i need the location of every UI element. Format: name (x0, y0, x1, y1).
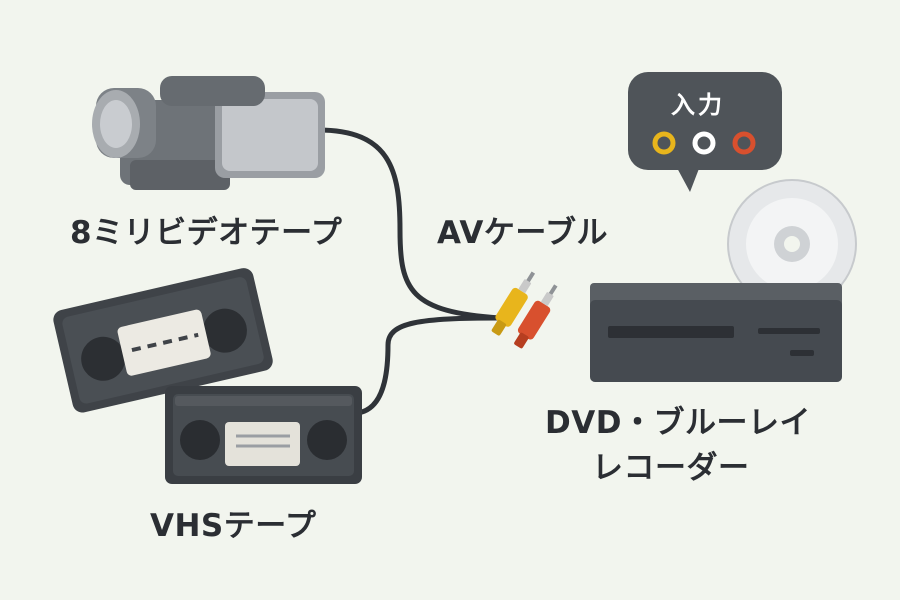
rca-plug-yellow-icon (491, 271, 536, 336)
rca-plug-red-icon (514, 284, 558, 349)
vhs-label: VHSテープ (150, 508, 317, 544)
input-jack-red-icon (732, 131, 756, 155)
cable-from-camcorder (315, 127, 503, 321)
vhs-cassette-back-icon (53, 268, 273, 413)
camcorder-icon (92, 76, 325, 190)
rca-plugs (491, 271, 558, 349)
input-bubble (628, 72, 782, 192)
disc-icon (727, 179, 857, 309)
recorder-label-line2: レコーダー (592, 450, 750, 486)
cable-from-vhs (359, 315, 503, 415)
vhs-cassette-front-icon (165, 386, 362, 484)
cable-label: AVケーブル (437, 215, 609, 251)
recorder-label-line1: DVD・ブルーレイ (545, 405, 811, 441)
recorder-icon (590, 283, 842, 382)
av-cable (315, 127, 503, 415)
input-bubble-label: 入力 (671, 91, 725, 119)
input-jack-white-icon (692, 131, 716, 155)
camcorder-label: 8ミリビデオテープ (70, 215, 343, 251)
input-jack-yellow-icon (652, 131, 676, 155)
